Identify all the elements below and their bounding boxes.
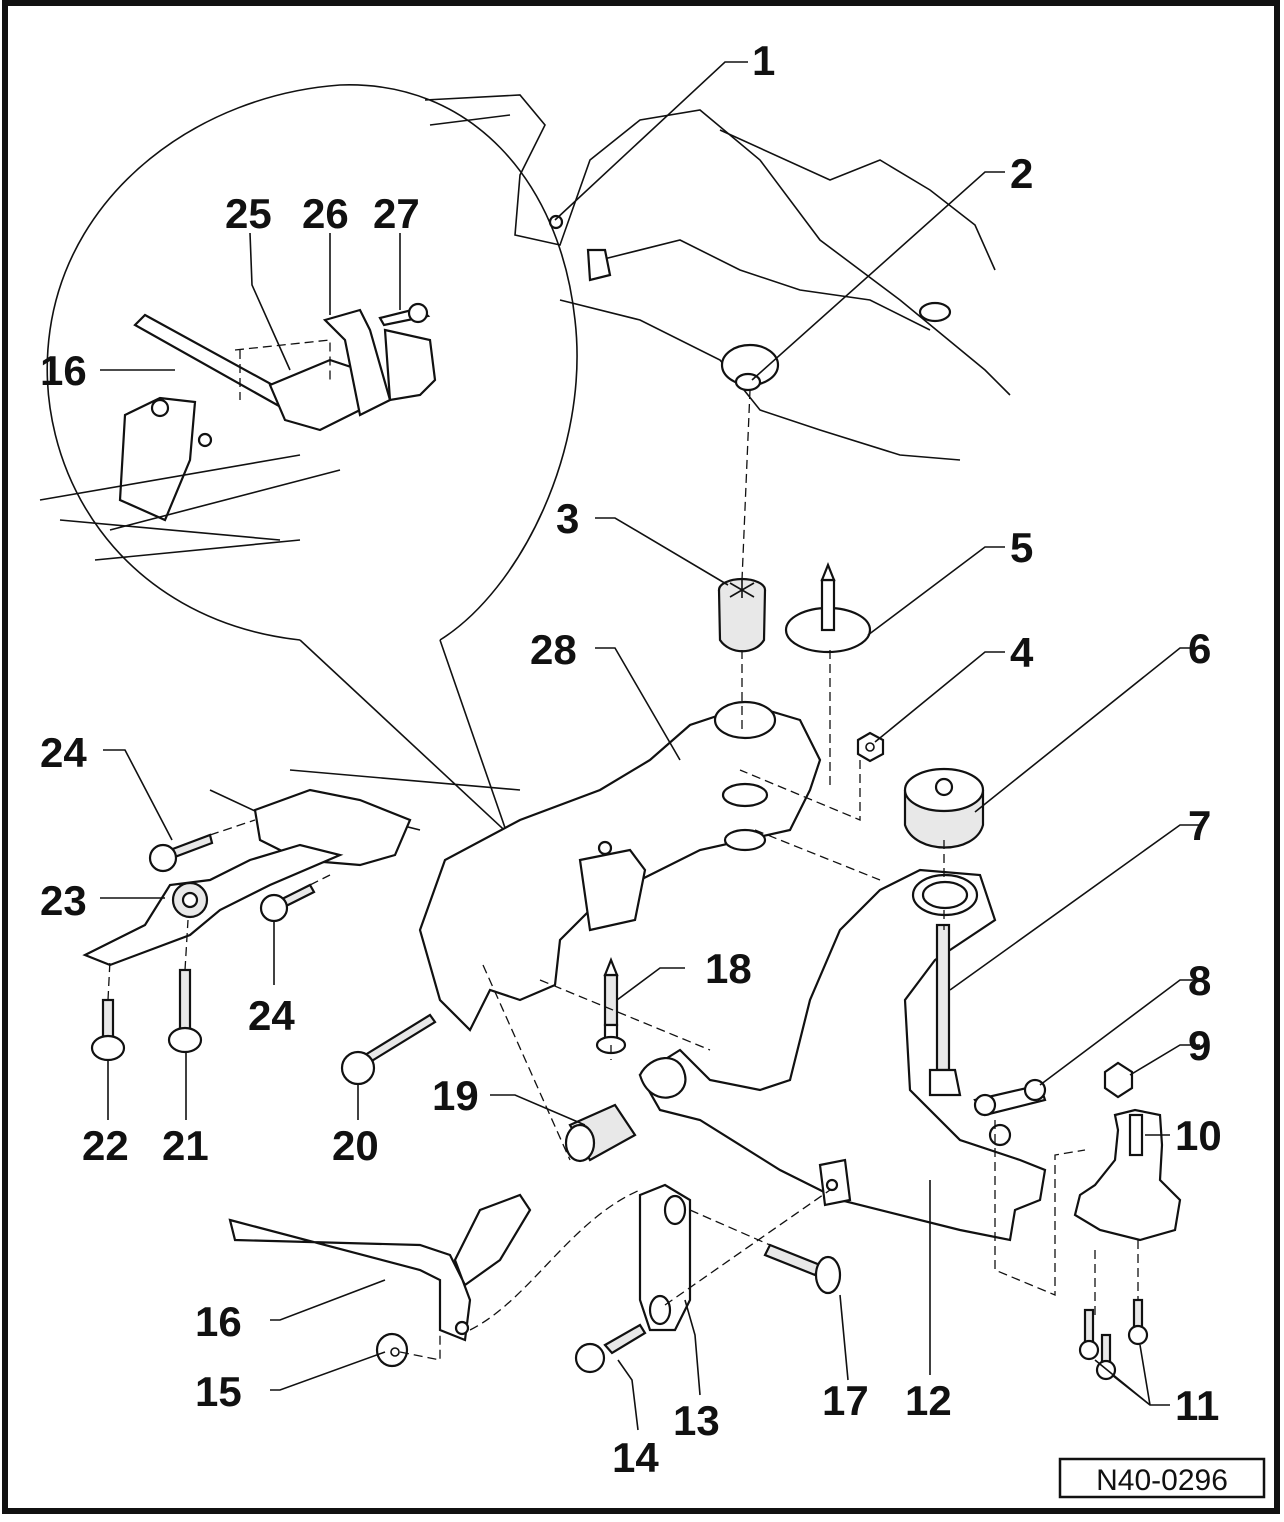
part-6-bushing xyxy=(903,767,985,849)
callouts: 1 2 3 4 5 6 7 8 9 10 11 12 13 14 15 16 1… xyxy=(40,37,1222,1481)
callout-18: 18 xyxy=(705,945,752,992)
callout-24b: 24 xyxy=(248,992,295,1039)
part-15-nut xyxy=(375,1332,409,1368)
callout-13: 13 xyxy=(673,1397,720,1444)
callout-17: 17 xyxy=(822,1377,869,1424)
callout-12: 12 xyxy=(905,1377,952,1424)
callout-1: 1 xyxy=(752,37,775,84)
part-19-bushing xyxy=(564,1103,637,1163)
callout-16: 16 xyxy=(195,1298,242,1345)
callout-6: 6 xyxy=(1188,625,1211,672)
part-9-nut xyxy=(1103,1061,1134,1099)
part-8-nuts xyxy=(973,1078,1047,1147)
callout-24a: 24 xyxy=(40,729,87,776)
callout-22: 22 xyxy=(82,1122,129,1169)
reference-id: N40-0296 xyxy=(1096,1464,1228,1497)
callout-20: 20 xyxy=(332,1122,379,1169)
callout-27: 27 xyxy=(373,190,420,237)
callout-10: 10 xyxy=(1175,1112,1222,1159)
callout-8: 8 xyxy=(1188,957,1211,1004)
body-floor-pan xyxy=(424,94,1011,461)
callout-16-detail: 16 xyxy=(40,347,87,394)
part-7-bolt xyxy=(928,923,962,1097)
callout-14: 14 xyxy=(612,1434,659,1481)
part-5-bolt-washer xyxy=(784,562,872,654)
part-16-stabilizer-bar xyxy=(228,1193,532,1342)
part-21-bolt xyxy=(167,968,203,1054)
part-11-bolts xyxy=(1078,1298,1149,1381)
callout-26: 26 xyxy=(302,190,349,237)
subframe xyxy=(82,700,822,1032)
part-24a-bolt xyxy=(148,833,214,873)
callout-3: 3 xyxy=(556,495,579,542)
callout-25: 25 xyxy=(225,190,272,237)
callout-19: 19 xyxy=(432,1072,479,1119)
part-4-nut xyxy=(856,731,885,763)
detail-stabilizer-clamp xyxy=(39,302,437,561)
callout-28: 28 xyxy=(530,626,577,673)
callout-15: 15 xyxy=(195,1368,242,1415)
part-22-bolt xyxy=(90,998,126,1062)
callout-11: 11 xyxy=(1175,1382,1219,1429)
callout-7: 7 xyxy=(1188,802,1211,849)
assembly-lines xyxy=(107,389,1139,1361)
callout-21: 21 xyxy=(162,1122,209,1169)
callout-5: 5 xyxy=(1010,524,1033,571)
callout-23: 23 xyxy=(40,877,87,924)
part-3-mount-bushing xyxy=(717,577,767,653)
part-10-ball-joint xyxy=(1073,1108,1182,1242)
part-24b-bolt xyxy=(259,883,316,923)
part-14-bolt xyxy=(574,1323,647,1374)
reference-label: N40-0296 xyxy=(1058,1457,1266,1499)
callout-4: 4 xyxy=(1010,629,1034,676)
part-13-stabilizer-link xyxy=(638,1183,692,1332)
callout-2: 2 xyxy=(1010,150,1033,197)
part-18-bolt xyxy=(595,957,627,1055)
lower-control-arm xyxy=(638,868,1047,1242)
leader-lines xyxy=(100,61,1200,1431)
part-20-bolt xyxy=(340,1013,437,1086)
callout-9: 9 xyxy=(1188,1022,1211,1069)
part-17-bolt xyxy=(763,1243,842,1295)
